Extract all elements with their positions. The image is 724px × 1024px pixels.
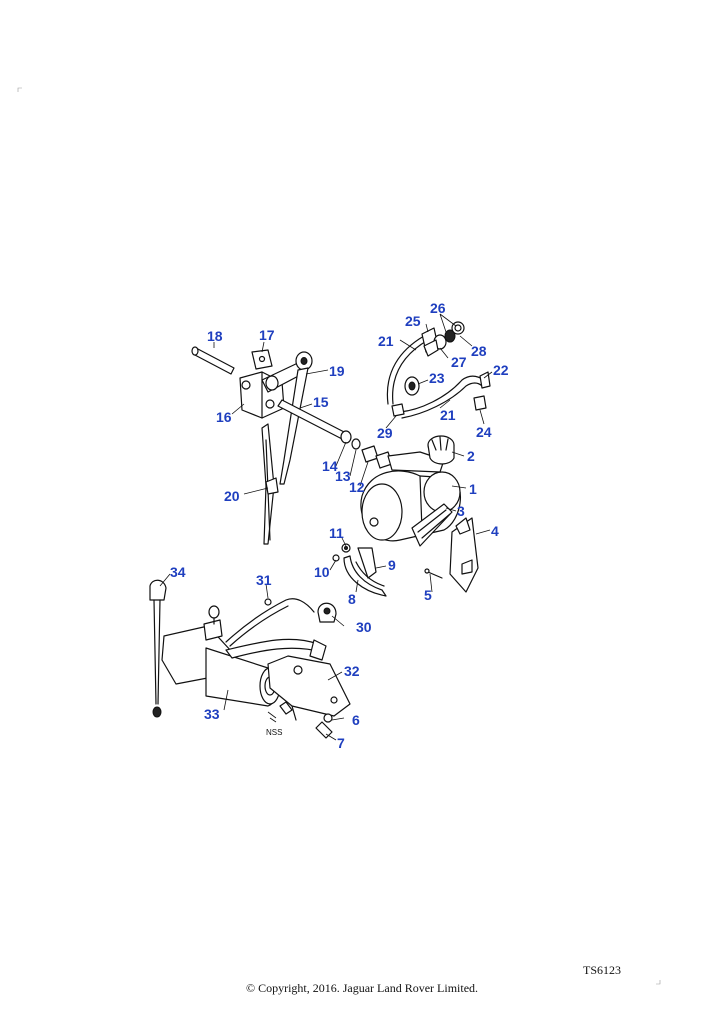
callout-5: 5	[424, 587, 432, 603]
part-20-wiper-blade	[261, 423, 279, 545]
part-18-rod	[191, 346, 235, 375]
corner-mark-top-left	[17, 87, 22, 92]
callout-2: 2	[467, 448, 475, 464]
part-12-13-clamps	[361, 445, 393, 469]
callout-28: 28	[471, 343, 487, 359]
part-32-bracket	[267, 655, 351, 721]
part-2-cap	[427, 435, 455, 465]
illustration-reference-code: TS6123	[583, 963, 622, 977]
callout-10: 10	[314, 564, 330, 580]
callout-8: 8	[348, 591, 356, 607]
callout-18: 18	[207, 328, 223, 344]
part-19-wiper-arm	[279, 367, 309, 485]
part-25-28-nozzle-set	[421, 321, 465, 357]
leader-lines	[159, 313, 493, 741]
callout-23: 23	[429, 370, 445, 386]
callout-4: 4	[491, 523, 499, 539]
part-22-jet	[479, 371, 491, 389]
part-17-plate	[251, 349, 273, 370]
part-1-motor	[360, 451, 461, 542]
corner-mark-bottom-right	[656, 980, 661, 985]
callout-33: 33	[204, 706, 220, 722]
callout-12: 12	[349, 479, 365, 495]
callout-34: 34	[170, 564, 186, 580]
part-3-gearbox-cover	[411, 503, 453, 547]
callout-9: 9	[388, 557, 396, 573]
callout-13: 13	[335, 468, 351, 484]
part-34-wiper-arm	[149, 579, 167, 718]
callout-15: 15	[313, 394, 329, 410]
part-30-31-harness	[225, 598, 327, 661]
copyright-notice: © Copyright, 2016. Jaguar Land Rover Lim…	[245, 981, 479, 995]
callout-17: 17	[259, 327, 275, 343]
callout-1: 1	[469, 481, 477, 497]
part-24-clip	[473, 395, 487, 411]
part-4-bracket	[449, 517, 479, 593]
callout-6: 6	[352, 712, 360, 728]
callout-25: 25	[405, 313, 421, 329]
part-10-11-fixings	[332, 543, 351, 562]
callout-26: 26	[430, 300, 446, 316]
callout-16: 16	[216, 409, 232, 425]
callout-22: 22	[493, 362, 509, 378]
callout-numbers: 1 2 3 4 5 6 7 8 9 10 11 12 13 14 15 16 1…	[170, 300, 509, 751]
part-6-7-fixings	[267, 701, 333, 739]
callout-32: 32	[344, 663, 360, 679]
callout-20: 20	[224, 488, 240, 504]
callout-21-upper: 21	[378, 333, 394, 349]
callout-31: 31	[256, 572, 272, 588]
callout-7: 7	[337, 735, 345, 751]
callout-14: 14	[322, 458, 338, 474]
callout-24: 24	[476, 424, 492, 440]
part-5-screw	[424, 568, 443, 579]
callout-27: 27	[451, 354, 467, 370]
callout-30: 30	[356, 619, 372, 635]
callout-21-lower: 21	[440, 407, 456, 423]
part-21-hoses	[386, 335, 485, 419]
nss-note: NSS	[266, 728, 282, 737]
callout-19: 19	[329, 363, 345, 379]
part-15-drive-rack	[277, 399, 361, 450]
part-8-9-strap	[343, 547, 387, 597]
callout-3: 3	[457, 503, 465, 519]
part-30-clip	[317, 602, 337, 623]
part-29-connector	[391, 403, 405, 417]
callout-29: 29	[377, 425, 393, 441]
part-23-grommet	[404, 376, 420, 396]
callout-11: 11	[329, 525, 344, 541]
